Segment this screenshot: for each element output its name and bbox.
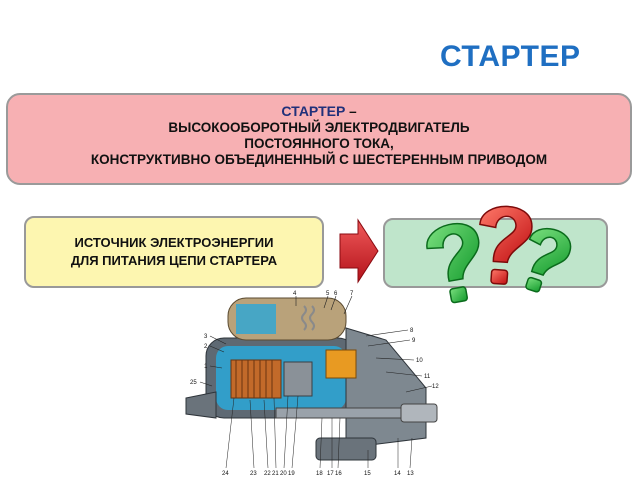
green-question-mark-left	[426, 222, 480, 304]
definition-term: СТАРТЕР	[281, 103, 346, 119]
label-20: 20	[280, 471, 287, 477]
label-3: 3	[204, 334, 208, 340]
label-2: 2	[204, 344, 208, 350]
label-5: 5	[326, 291, 330, 297]
definition-line-3: КОНСТРУКТИВНО ОБЪЕДИНЕННЫЙ С ШЕСТЕРЕННЫМ…	[90, 152, 548, 167]
label-18: 18	[316, 471, 323, 477]
label-13: 13	[407, 471, 414, 477]
label-11: 11	[424, 374, 431, 380]
label-9: 9	[412, 338, 416, 344]
definition-dash: –	[345, 104, 357, 119]
label-1: 1	[204, 364, 208, 370]
starter-cutaway-diagram: 4 5 6 7 8 9 10 11 12 3 2 1 25 24 23 22 2…	[185, 291, 439, 477]
label-15: 15	[364, 471, 371, 477]
label-16: 16	[335, 471, 342, 477]
label-12: 12	[432, 384, 439, 390]
definition-heading: СТАРТЕР –	[8, 103, 630, 120]
label-8: 8	[410, 328, 414, 334]
label-7: 7	[350, 291, 354, 297]
label-19: 19	[288, 471, 295, 477]
green-question-mark-right	[525, 227, 572, 293]
power-source-line-1: ИСТОЧНИК ЭЛЕКТРОЭНЕРГИИ	[74, 235, 274, 250]
arrow-right-icon	[339, 218, 379, 284]
definition-box: СТАРТЕР – ВЫСОКООБОРОТНЫЙ ЭЛЕКТРОДВИГАТЕ…	[6, 93, 632, 185]
label-17: 17	[327, 471, 334, 477]
power-source-line-2: ДЛЯ ПИТАНИЯ ЦЕПИ СТАРТЕРА	[70, 253, 278, 268]
question-marks-icon	[426, 205, 572, 304]
power-source-box: ИСТОЧНИК ЭЛЕКТРОЭНЕРГИИ ДЛЯ ПИТАНИЯ ЦЕПИ…	[24, 216, 324, 288]
definition-line-1: ВЫСОКООБОРОТНЫЙ ЭЛЕКТРОДВИГАТЕЛЬ	[168, 120, 470, 135]
red-question-mark	[479, 205, 533, 285]
label-10: 10	[416, 358, 423, 364]
definition-line-2: ПОСТОЯННОГО ТОКА,	[244, 136, 394, 151]
label-4: 4	[293, 291, 297, 297]
label-14: 14	[394, 471, 401, 477]
slide-title: СТАРТЕР	[440, 40, 581, 73]
label-24: 24	[222, 471, 229, 477]
label-21: 21	[272, 471, 279, 477]
label-23: 23	[250, 471, 257, 477]
label-25: 25	[190, 380, 197, 386]
label-22: 22	[264, 471, 271, 477]
label-6: 6	[334, 291, 338, 297]
